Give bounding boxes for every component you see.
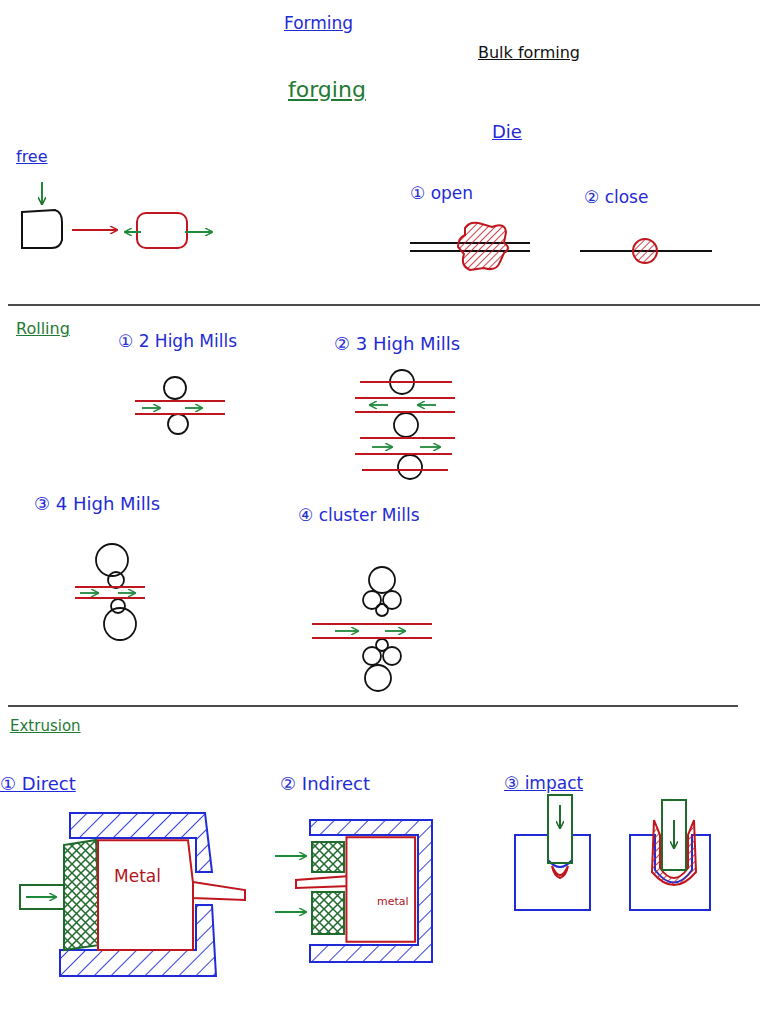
impact-extrusion-sketch: [662, 800, 686, 870]
rolling-mills-sketch: [420, 446, 440, 448]
indirect-extrusion-sketch: [312, 842, 344, 872]
section-divider: [8, 304, 760, 306]
rolling-mills-sketch: [372, 446, 392, 448]
direct-extrusion-sketch: [64, 840, 100, 950]
impact-extrusion-sketch: [515, 795, 710, 910]
impact-extrusion-sketch: [552, 866, 568, 878]
die-sketch: [458, 223, 508, 270]
die-sketch: [410, 223, 712, 270]
rolling-mills-sketch: [96, 544, 128, 576]
rolling-mills-sketch: [355, 397, 455, 399]
method-label: ③ 4 High Mills: [34, 494, 160, 514]
rolling-mills-sketch: [355, 453, 452, 455]
direct-extrusion-sketch: [20, 885, 64, 909]
rolling-mills-sketch: [398, 455, 422, 479]
impact-extrusion-sketch: [630, 835, 710, 910]
indirect-extrusion-sketch: [275, 911, 306, 913]
rolling-mills-sketch: [385, 630, 405, 632]
impact-extrusion-sketch: [652, 820, 696, 885]
rolling-mills-sketch: [365, 665, 391, 691]
node-text: metal: [377, 895, 409, 908]
rolling-mills-sketch: [369, 567, 395, 593]
rolling-mills-sketch: [312, 623, 432, 625]
rolling-mills-sketch: [135, 413, 225, 415]
rolling-mills-sketch: [360, 381, 452, 383]
metal-billet: Metal: [96, 838, 196, 950]
rolling-mills-sketch: [383, 647, 401, 665]
section-heading: forging: [288, 78, 366, 102]
method-label: ② close: [584, 188, 648, 207]
rolling-mills-sketch: [312, 637, 432, 639]
method-label: free: [16, 148, 48, 166]
method-label: ① open: [410, 184, 473, 203]
method-label: ② Indirect: [280, 774, 370, 794]
die-sketch: [633, 239, 657, 263]
indirect-extrusion-sketch: [310, 820, 432, 962]
method-label: ④ cluster Mills: [298, 506, 420, 525]
page-title: Forming: [284, 14, 353, 33]
rolling-mills-sketch: [104, 608, 136, 640]
direct-extrusion-sketch: [26, 896, 56, 898]
rolling-mills-sketch: [355, 411, 455, 413]
method-label: ① Direct: [0, 774, 76, 794]
section-divider: [8, 305, 760, 706]
method-label: ② 3 High Mills: [334, 334, 460, 354]
impact-extrusion-sketch: [548, 795, 572, 863]
direct-extrusion-sketch: [193, 882, 245, 900]
rolling-mills-sketch: [418, 404, 436, 406]
rolling-mills-sketch: [168, 414, 188, 434]
rolling-mills-sketch: [118, 592, 135, 594]
free-forging-sketch: [41, 182, 43, 204]
rolling-mills-sketch: [135, 400, 225, 402]
indirect-extrusion-sketch: [275, 855, 306, 857]
billet-outline: [345, 835, 418, 945]
billet-outline: [346, 837, 415, 942]
node-text: Metal: [114, 866, 161, 886]
billet-outline: [96, 838, 196, 950]
method-label: ① 2 High Mills: [118, 332, 237, 351]
method-label: ③ impact: [504, 774, 583, 793]
section-heading: Extrusion: [10, 718, 81, 735]
section-heading: Rolling: [16, 320, 70, 338]
free-forging-sketch: [22, 210, 62, 248]
rolling-mills-sketch: [185, 407, 202, 409]
billet-outline: [98, 840, 193, 950]
free-forging-sketch: [22, 182, 212, 248]
impact-extrusion-sketch: [515, 835, 590, 910]
impact-extrusion-sketch: [673, 820, 675, 848]
metal-billet: metal: [345, 835, 418, 945]
impact-extrusion-sketch: [559, 805, 561, 828]
free-forging-sketch: [125, 231, 141, 233]
rolling-mills-sketch: [376, 604, 388, 616]
indirect-extrusion-sketch: [275, 820, 432, 962]
rolling-mills-sketch: [370, 404, 388, 406]
rolling-mills-sketch: [164, 377, 186, 399]
free-forging-sketch: [185, 231, 212, 233]
rolling-mills-sketch: [360, 437, 455, 439]
free-forging-sketch: [72, 229, 117, 231]
rolling-mills-sketch: [75, 597, 145, 599]
rolling-mills-sketch: [394, 413, 418, 437]
rolling-mills-sketch: [75, 370, 455, 691]
rolling-mills-sketch: [363, 647, 381, 665]
rolling-mills-sketch: [111, 599, 125, 613]
direct-extrusion-sketch: [20, 813, 245, 976]
section-heading: Bulk forming: [478, 44, 580, 62]
rolling-mills-sketch: [108, 572, 124, 588]
rolling-mills-sketch: [362, 469, 448, 471]
indirect-extrusion-sketch: [296, 876, 350, 888]
rolling-mills-sketch: [75, 586, 145, 588]
rolling-mills-sketch: [142, 407, 160, 409]
rolling-mills-sketch: [80, 592, 98, 594]
indirect-extrusion-sketch: [312, 892, 344, 934]
free-forging-sketch: [137, 213, 187, 248]
rolling-mills-sketch: [335, 630, 358, 632]
section-divider: [8, 705, 738, 707]
sub-heading: Die: [492, 122, 522, 142]
